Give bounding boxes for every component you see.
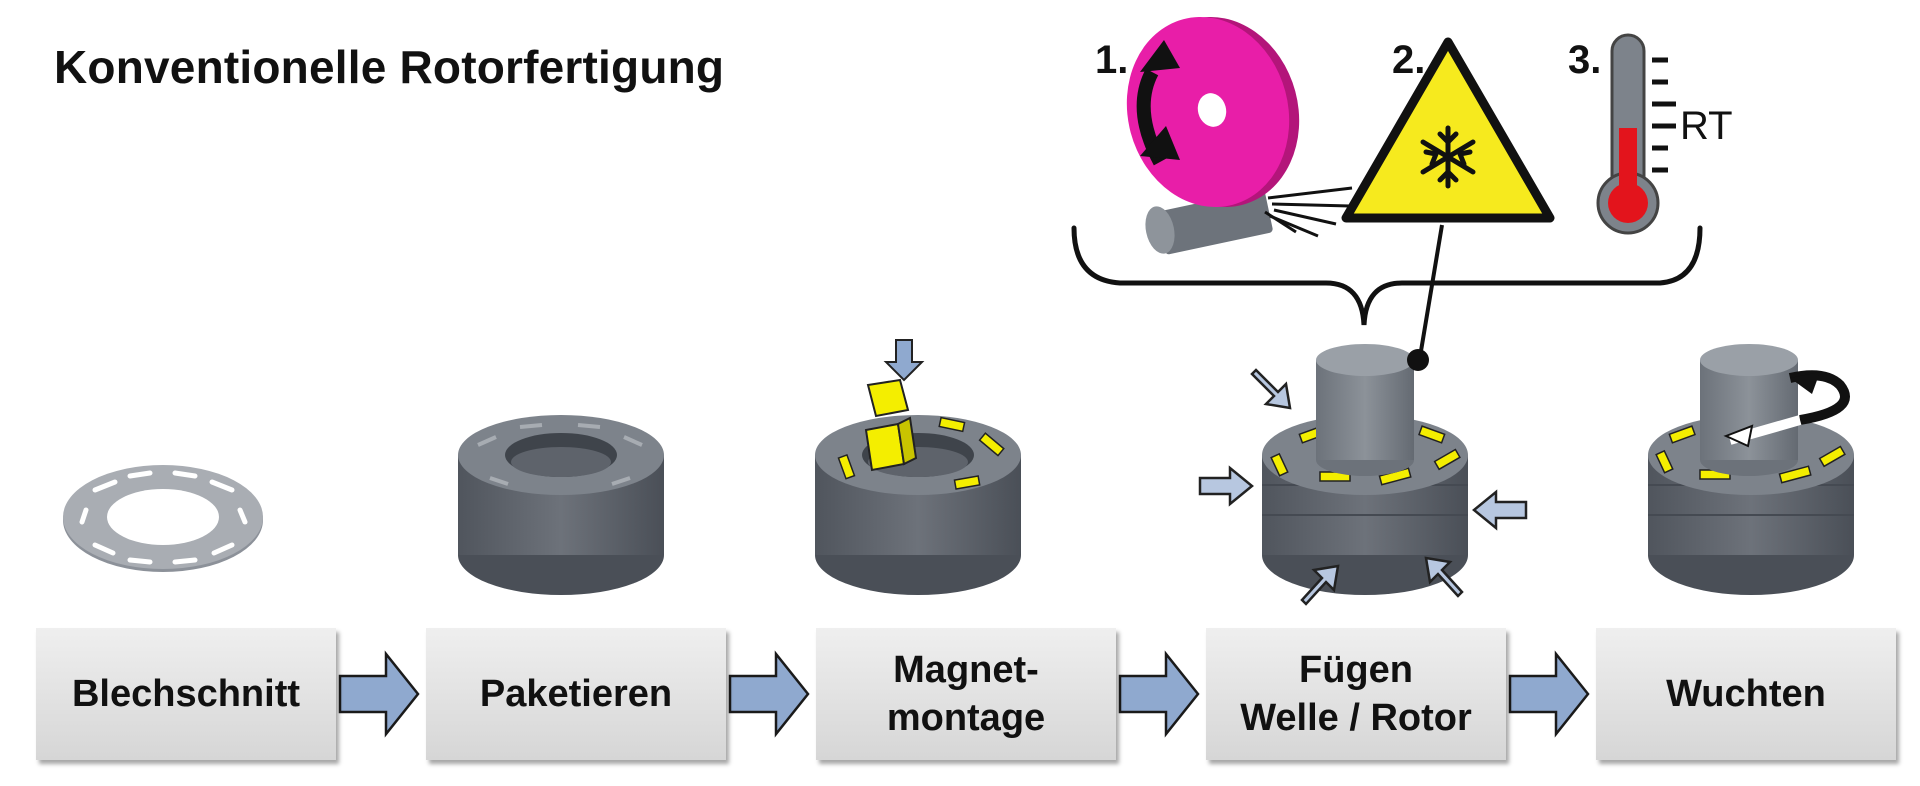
down-arrow-icon [883,339,925,382]
room-temperature-label: RT [1680,104,1733,148]
grinding-wheel-icon [1126,16,1353,255]
step-label: Paketieren [479,673,673,715]
step-magnetmontage: Magnet- montage [816,628,1116,760]
rotation-arrow-icon [1723,370,1850,448]
pressure-arrow-icon [1300,564,1340,606]
lamination-sheet-icon [63,465,263,572]
step-label: Blechschnitt [71,673,301,715]
lamination-stack-icon [458,415,664,595]
connector-line [1418,224,1444,358]
flow-arrow-icon [728,650,810,738]
pressure-arrow-icon [1472,489,1528,531]
step-blechschnitt: Blechschnitt [36,628,336,760]
flow-arrow-icon [1508,650,1590,738]
magnet-assembly-icon [815,339,1021,595]
pressure-arrow-icon [1198,465,1254,507]
method-number-1: 1. [1095,38,1129,82]
step-wuchten: Wuchten [1596,628,1896,760]
cold-warning-icon [1341,37,1555,223]
shaft-joining-icon [1198,344,1528,606]
step-label: Wuchten [1666,673,1826,715]
step-fuegen: Fügen Welle / Rotor [1206,628,1506,760]
pressure-arrow-icon [1424,556,1464,598]
step-label: Fügen Welle / Rotor [1240,649,1472,739]
step-paketieren: Paketieren [426,628,726,760]
step-label: Magnet- montage [886,649,1046,739]
flow-arrow-icon [1118,650,1200,738]
method-bracket [1071,225,1703,326]
method-number-2: 2. [1392,38,1426,82]
balancing-icon [1648,344,1854,595]
pressure-arrow-icon [1250,368,1292,410]
magnet-block-icon [864,378,918,472]
flow-arrow-icon [338,650,420,738]
thermometer-icon [1596,33,1676,235]
connector-dot [1407,349,1429,371]
method-number-3: 3. [1568,38,1602,82]
page-title: Konventionelle Rotorfertigung [54,41,725,93]
